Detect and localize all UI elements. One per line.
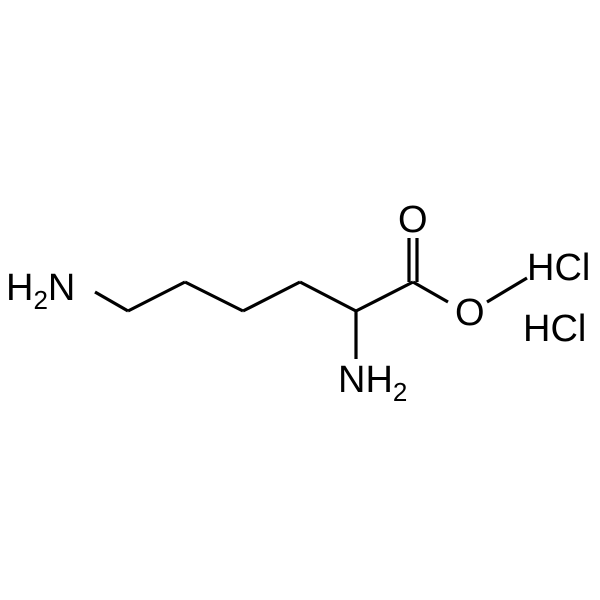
carbonyl-oxygen-label: O: [398, 199, 428, 241]
terminal-amine-label: H2N: [6, 267, 75, 315]
bond-c4-c3: [242, 280, 301, 313]
hcl-label-1: HCl: [527, 247, 590, 289]
bond-c2-c1: [355, 280, 414, 313]
ester-oxygen-label: O: [455, 292, 485, 334]
bond-c5-c4: [184, 280, 244, 313]
alpha-amine-subscript: 2: [393, 377, 407, 407]
bond-o-methyl: [486, 276, 528, 304]
terminal-amine-h: H: [6, 267, 33, 309]
alpha-amine-nh: NH: [338, 359, 393, 401]
terminal-amine-subscript: 2: [33, 285, 47, 315]
bond-c3-c2: [299, 280, 357, 313]
terminal-amine-n: N: [48, 267, 75, 309]
bond-n6-c6: [94, 290, 129, 313]
bond-c1-o-ester: [412, 280, 449, 304]
hcl-label-2: HCl: [523, 308, 586, 350]
alpha-amine-label: NH2: [338, 359, 407, 407]
bond-c6-c5: [127, 280, 186, 313]
